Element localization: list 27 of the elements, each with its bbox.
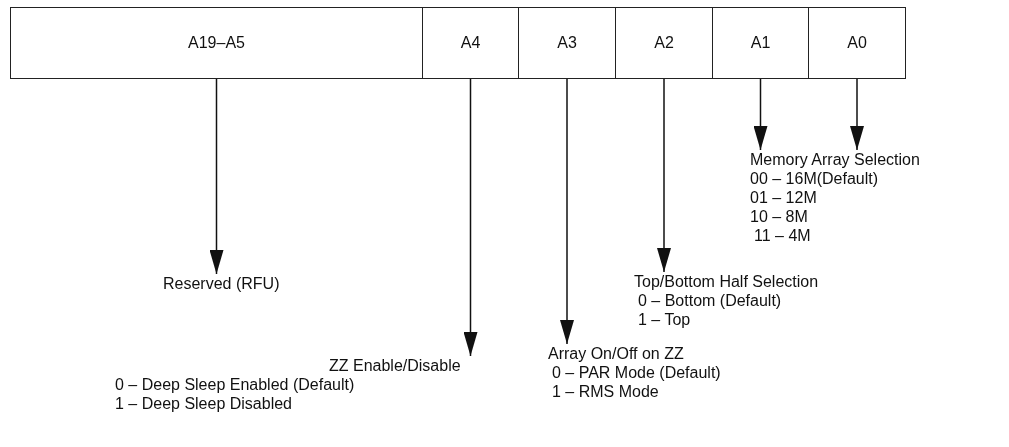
field-value-text: 1 – Top: [638, 310, 691, 329]
field-value-text: 1 – RMS Mode: [552, 382, 659, 401]
field-description-heading: Memory Array Selection: [750, 150, 920, 169]
field-value-text: 0 – PAR Mode (Default): [552, 363, 721, 382]
field-description-heading: Top/Bottom Half Selection: [634, 272, 819, 291]
field-value-text: 01 – 12M: [750, 188, 817, 207]
arrow: [560, 78, 574, 345]
field-value-text: 00 – 16M(Default): [750, 169, 879, 188]
field-value-text: 0 – Deep Sleep Enabled (Default): [115, 375, 355, 394]
arrow: [209, 78, 224, 275]
register-field: A19–A5: [10, 7, 423, 79]
register-field: A1: [712, 7, 809, 79]
field-value-text: 1 – Deep Sleep Disabled: [115, 394, 292, 413]
field-value-text: 0 – Bottom (Default): [638, 291, 782, 310]
field-value-text: 10 – 8M: [750, 207, 808, 226]
register-field: A4: [422, 7, 519, 79]
field-value-text: 11 – 4M: [754, 226, 811, 245]
field-description-heading: ZZ Enable/Disable: [329, 356, 461, 375]
register-field: A0: [808, 7, 906, 79]
arrow: [850, 78, 864, 151]
arrow: [753, 78, 768, 151]
arrow: [463, 78, 478, 357]
register-field: A3: [518, 7, 616, 79]
register-field: A2: [615, 7, 713, 79]
arrow: [657, 78, 671, 273]
field-description-heading: Reserved (RFU): [163, 274, 280, 293]
field-description-heading: Array On/Off on ZZ: [548, 344, 684, 363]
